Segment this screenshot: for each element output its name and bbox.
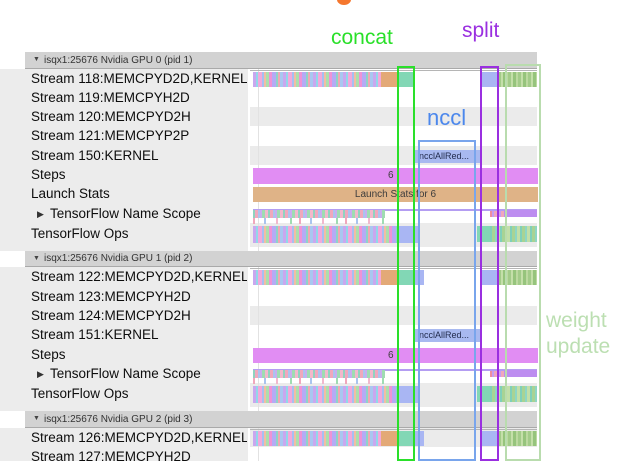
annotation-box-split [480,66,499,461]
ops-activity-bar[interactable] [253,225,399,243]
row-label: TensorFlow Name Scope [50,205,201,221]
section-divider-line [250,268,537,270]
section-header[interactable] [25,52,537,69]
row-label: Launch Stats [31,186,110,202]
row-label: Steps [31,167,66,182]
section-divider-line [250,69,537,71]
row-label: Stream 122:MEMCPYD2D,KERNEL,MI [31,269,247,285]
expand-arrow-icon[interactable]: ▶ [37,208,44,219]
namescope-activity-bar[interactable] [253,209,385,218]
steps-bar[interactable] [253,347,538,364]
row-label: TensorFlow Name Scope [50,365,201,381]
stream-concat-event-bar[interactable] [398,71,414,87]
row-label: Stream 127:MEMCPYH2D [31,449,191,461]
section-header[interactable] [25,411,537,428]
stream-activity-bar[interactable] [253,270,381,286]
annotation-nccl-label: nccl [427,105,467,130]
stream-orange-event-bar[interactable] [381,270,398,286]
section-header-margin [0,411,25,428]
namescope-top-line [253,368,537,371]
nccl-allreduce-bar[interactable]: ncclAllRed... [414,329,481,343]
row-label: Steps [31,346,66,362]
namescope-activity-drips [253,377,385,384]
section-header[interactable] [25,250,537,268]
expand-arrow-icon[interactable]: ▶ [37,368,44,379]
stream-activity-bar[interactable] [253,71,381,87]
collapse-arrow-icon[interactable]: ▼ [33,56,40,63]
weight-update-line2: update [546,335,611,358]
stream-split-event-bar[interactable] [481,430,497,446]
row-label: Stream 126:MEMCPYD2D,KERNEL,MI [31,429,247,445]
steps-bar-label: 6 [388,170,394,181]
row-label: TensorFlow Ops [31,386,129,402]
stream-concat-event-bar[interactable] [398,270,414,286]
namescope-activity-bar[interactable] [253,369,385,378]
annotation-box-nccl [418,140,476,461]
row-label: Stream 124:MEMCPYD2H [31,308,191,323]
stream-split-event-bar[interactable] [481,270,497,286]
row-label: Stream 119:MEMCPYH2D [31,89,190,105]
stream-orange-event-bar[interactable] [381,71,398,87]
weight-update-line1: weight [546,309,607,332]
annotation-weight-update-label: weight update [546,308,610,360]
namescope-top-line [253,208,537,211]
collapse-arrow-icon[interactable]: ▼ [33,415,40,423]
section-header-margin [0,250,25,268]
ops-weight-update-bar[interactable] [490,386,537,403]
stream-activity-bar[interactable] [253,430,381,446]
namescope-right-violet-bar[interactable] [504,369,537,377]
row-label: Stream 121:MEMCPYP2P [31,128,190,144]
annotation-concat-label: concat [331,26,393,49]
nccl-allreduce-bar[interactable]: ncclAllRed... [414,149,481,163]
launch-stats-bar[interactable]: Launch Stats for 6 [253,186,538,202]
row-label: TensorFlow Ops [31,225,129,241]
steps-bar-label: 6 [388,349,394,361]
section-header-label: isqx1:25676 Nvidia GPU 0 (pid 1) [44,54,193,66]
namescope-right-violet-bar[interactable] [504,209,537,217]
row-label: Stream 151:KERNEL [31,327,159,343]
row-label: Stream 123:MEMCPYH2D [31,288,191,304]
row-background-shade [250,306,537,326]
namescope-activity-drips [253,217,385,224]
stream-split-event-bar[interactable] [481,71,497,87]
stream-orange-event-bar[interactable] [381,430,398,446]
annotation-split-label: split [462,19,500,42]
row-label: Stream 120:MEMCPYD2H [31,109,191,125]
row-label: Stream 150:KERNEL [31,147,159,163]
section-header-label: isqx1:25676 Nvidia GPU 1 (pid 2) [44,253,193,265]
section-divider-line [250,428,537,430]
stream-weight-update-bar[interactable] [498,71,537,87]
collapse-arrow-icon[interactable]: ▼ [33,254,40,262]
row-background-shade [250,107,537,127]
ops-weight-update-bar[interactable] [490,225,537,242]
steps-bar[interactable] [253,168,538,184]
annotation-box-concat [397,66,415,461]
stream-weight-update-bar[interactable] [498,270,537,286]
stream-weight-update-bar[interactable] [498,430,537,446]
ops-activity-bar[interactable] [253,386,399,404]
section-header-margin [0,52,25,69]
row-label: Stream 118:MEMCPYD2D,KERNEL,ME [31,70,247,86]
stream-concat-event-bar[interactable] [398,430,414,446]
partial-orange-annotation-glyph [337,0,351,5]
annotation-box-weight-update [505,64,541,461]
section-header-label: isqx1:25676 Nvidia GPU 2 (pid 3) [44,413,193,425]
